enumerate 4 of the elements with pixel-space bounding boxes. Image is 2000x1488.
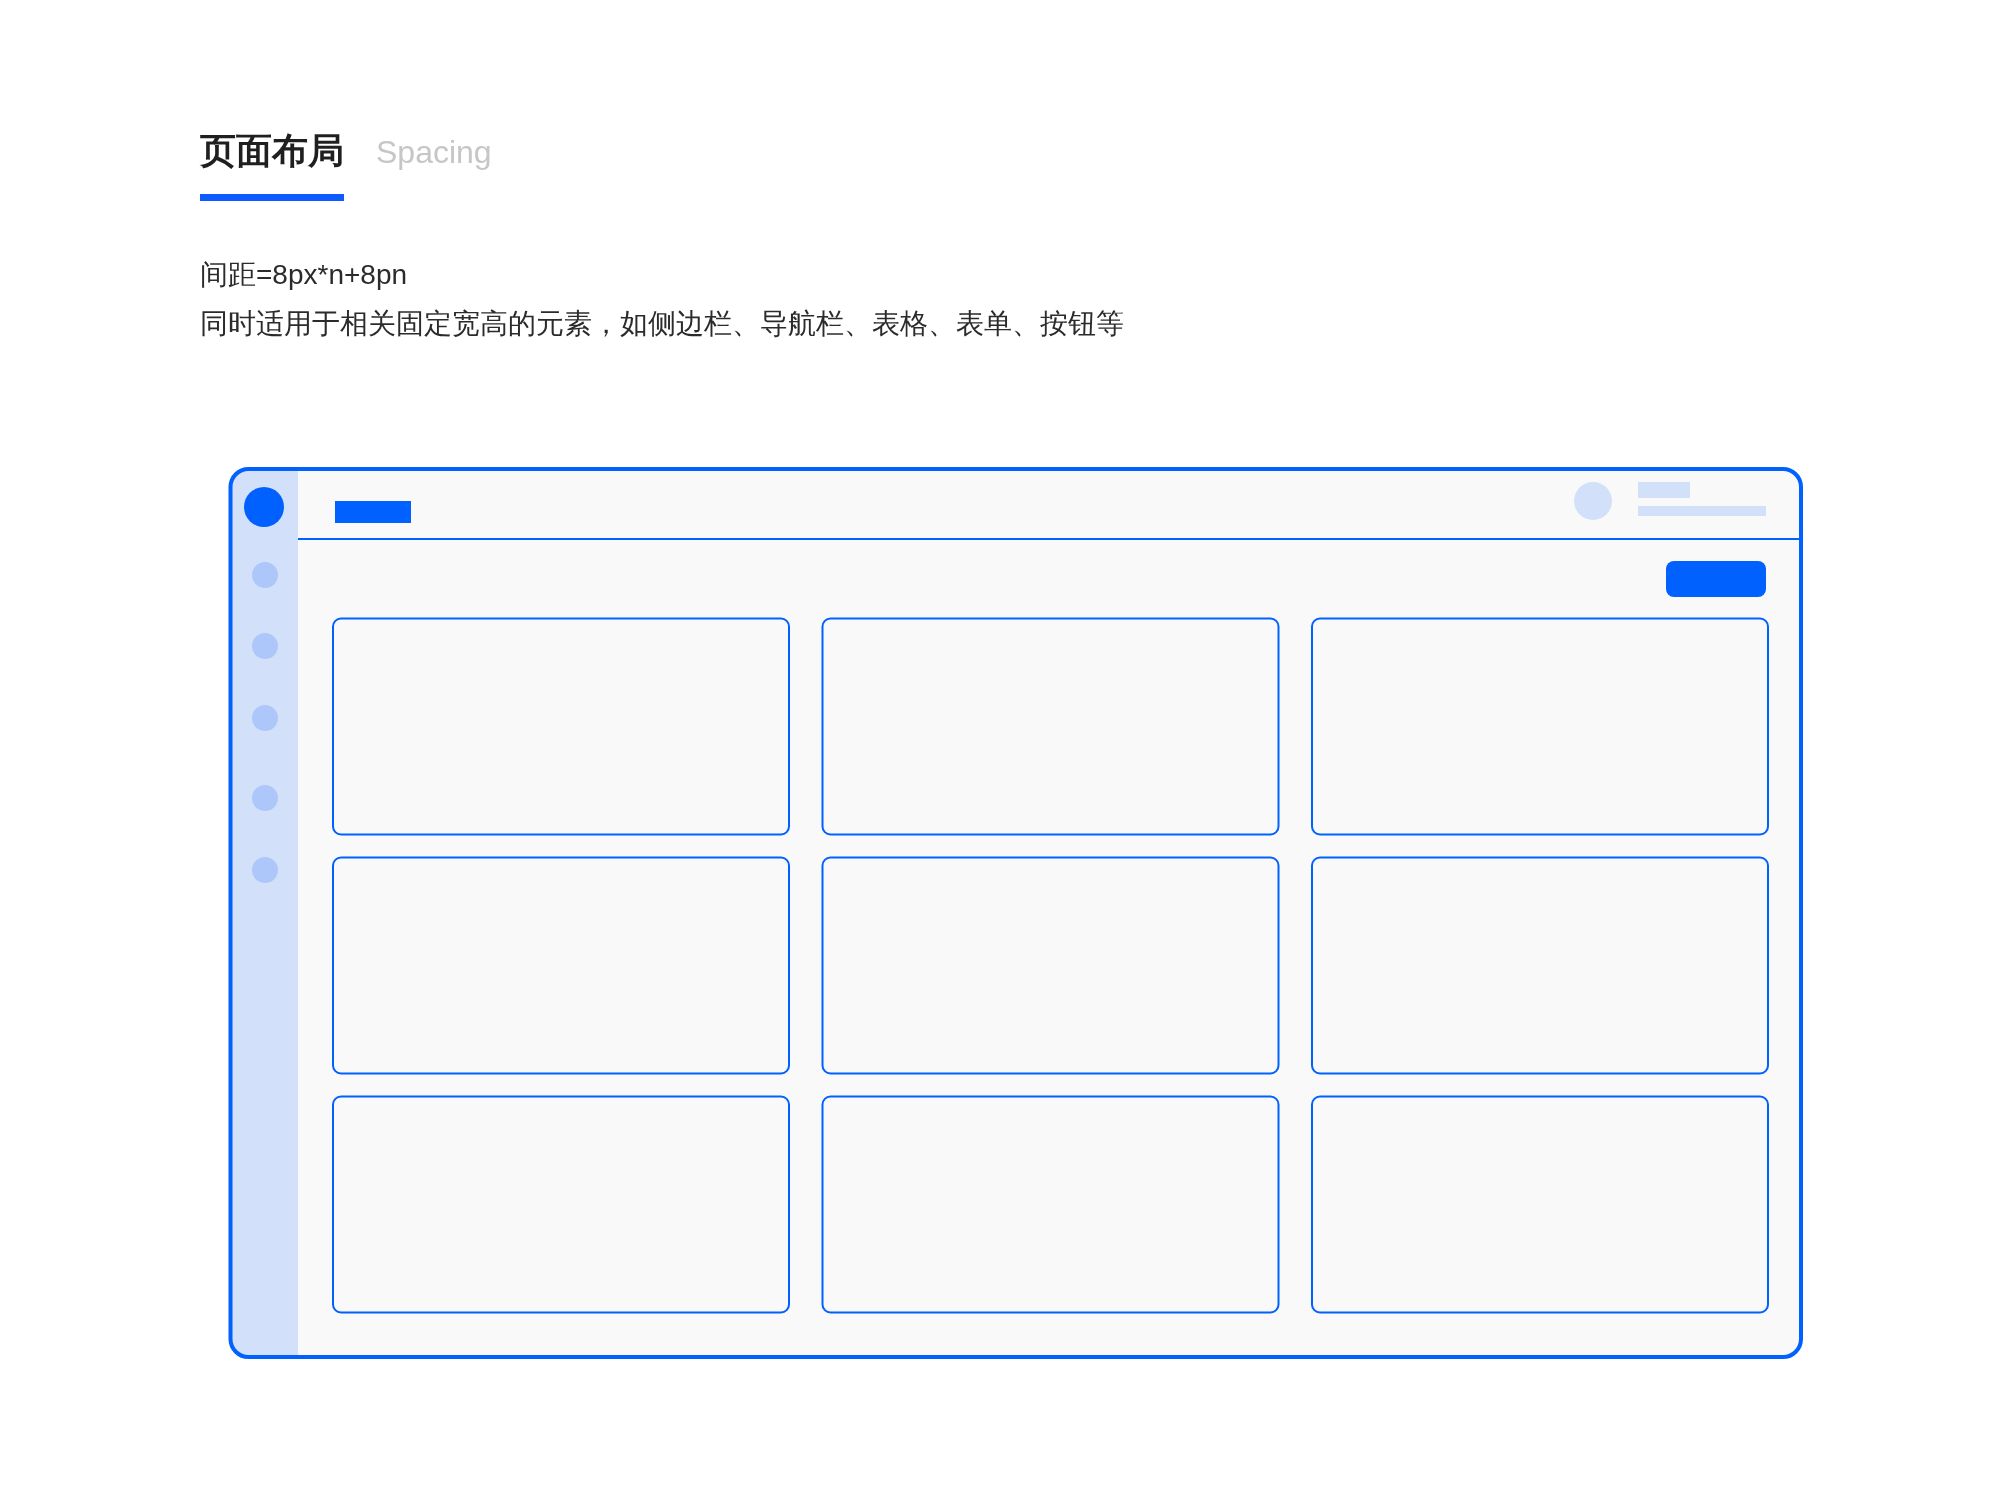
description-text: 间距=8px*n+8pn <box>200 258 409 292</box>
page-title: 页面布局 <box>200 129 344 173</box>
page-subtitle: Spacing <box>376 133 492 172</box>
description-text: 同时适用于相关固定宽高的元素，如侧边栏、导航栏、表格、表单、按钮等 <box>200 307 1124 341</box>
